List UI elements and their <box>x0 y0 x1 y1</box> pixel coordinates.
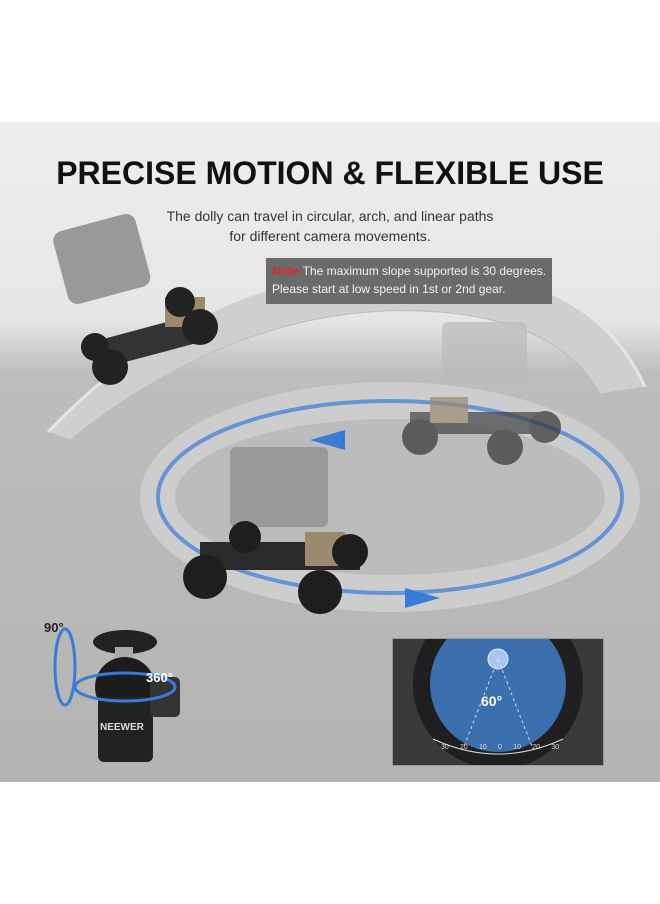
scene-illustration <box>46 213 647 762</box>
pan-angle-label: 360° <box>146 670 173 685</box>
dolly-front <box>183 447 368 614</box>
brand-logo: NEEWER <box>100 722 144 733</box>
slope-note: Note:The maximum slope supported is 30 d… <box>266 258 552 304</box>
headline: PRECISE MOTION & FLEXIBLE USE <box>56 155 604 191</box>
tilt-angle-label: 90° <box>44 620 64 635</box>
dolly-on-arch <box>53 213 218 385</box>
dial-angle-label: 60° <box>481 693 503 709</box>
subtitle: The dolly can travel in circular, arch, … <box>166 208 494 244</box>
dolly-back <box>402 322 561 465</box>
ball-head-illustration <box>53 627 180 762</box>
note-label: Note: <box>272 264 303 278</box>
product-panel: PRECISE MOTION & FLEXIBLE USE The dolly … <box>0 122 660 782</box>
